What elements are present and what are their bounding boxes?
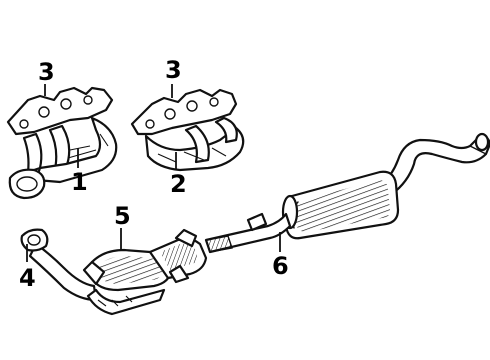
callout-muffler-pipe: 6 [272,252,289,280]
callout-manifold-right: 2 [170,170,187,198]
callout-catalytic-converter: 5 [114,202,131,230]
tailpipe [378,132,490,196]
manifold-gasket-left [6,86,114,136]
intermediate-pipe [204,212,292,254]
muffler [281,170,400,240]
catalytic-converter [90,228,208,292]
callout-gasket-left: 3 [38,58,55,86]
exhaust-manifold-right [130,88,245,172]
callout-manifold-left: 1 [71,168,88,196]
exhaust-manifold-left [6,86,118,200]
y-pipe-inlet-flange [20,228,49,252]
callout-flange-stud: 4 [19,264,36,292]
manifold-outlet-flange-left [8,168,46,200]
front-y-pipe [20,228,166,316]
leader-lines [26,84,281,262]
callout-gasket-right: 3 [165,56,182,84]
